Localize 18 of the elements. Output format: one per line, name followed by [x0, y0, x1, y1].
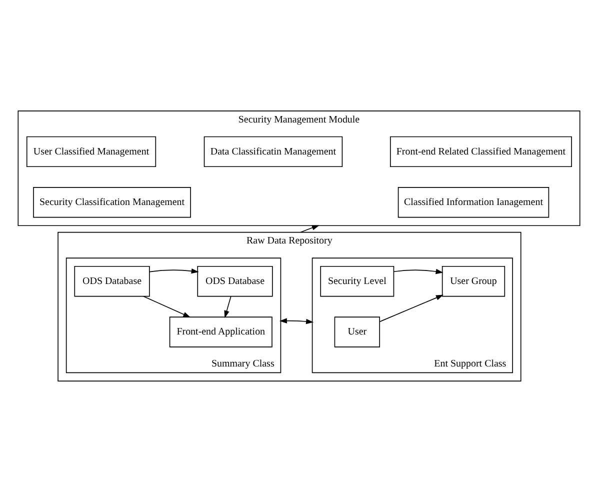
node-box: ODS Database: [197, 265, 273, 296]
node-box: User: [334, 316, 380, 347]
arrow: [224, 295, 232, 318]
node-box: User Classified Management: [26, 136, 156, 167]
node-box: Data Classificatin Management: [204, 136, 343, 167]
node-box: Front-end Related Classified Management: [390, 136, 572, 167]
arrow: [393, 268, 444, 274]
node-box: ODS Database: [74, 265, 150, 296]
arrow: [300, 224, 320, 232]
arrow: [279, 318, 314, 324]
node-box: Security Classification Management: [33, 186, 191, 218]
arrow: [143, 295, 191, 318]
node-box: Front-end Application: [169, 316, 272, 347]
arrow: [380, 294, 444, 322]
node-box: User Group: [442, 265, 506, 296]
arrow: [149, 268, 199, 274]
node-box: Classified Information Ianagement: [398, 186, 550, 218]
node-box: Security Level: [320, 265, 394, 296]
